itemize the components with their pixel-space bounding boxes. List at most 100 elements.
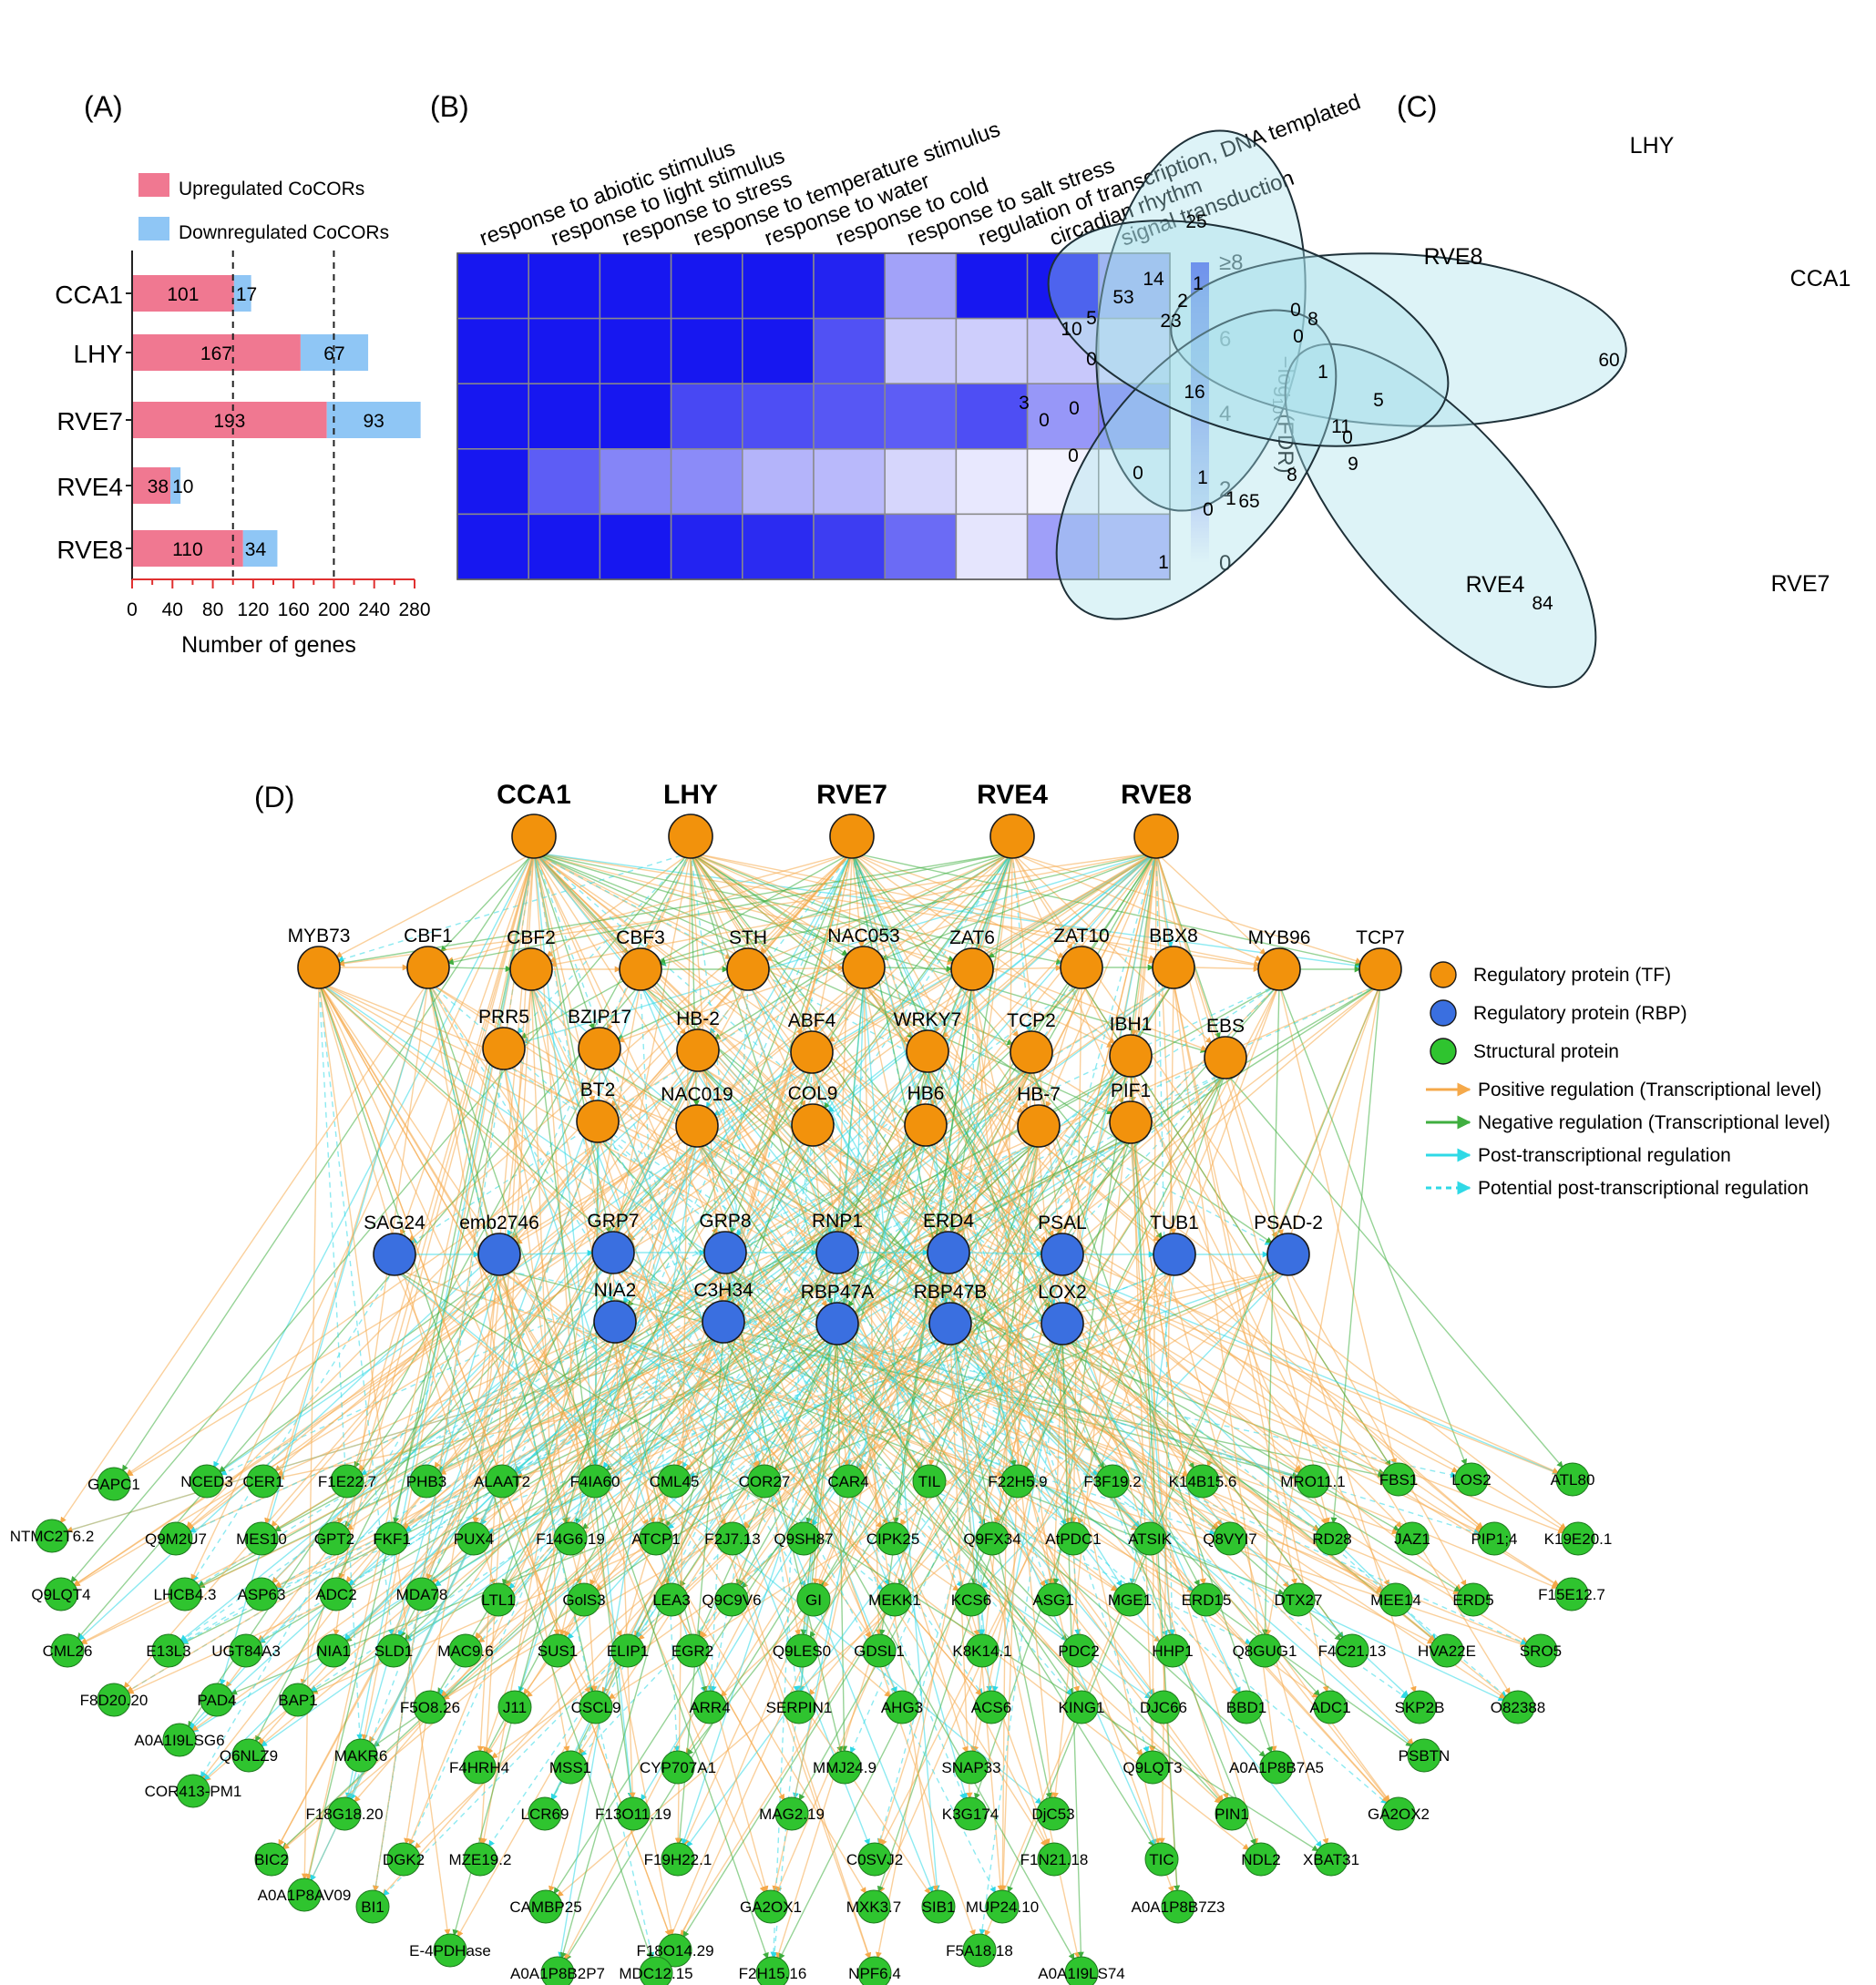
node-a0a1i9ls74 — [1064, 1956, 1099, 1985]
node-cor413-pm1 — [176, 1774, 210, 1808]
node-label-f8d20-20: F8D20.20 — [80, 1692, 149, 1709]
node-ahg3 — [885, 1690, 919, 1724]
heatmap-cell-r3-c0 — [456, 448, 529, 516]
node-sro5 — [1523, 1633, 1558, 1668]
node-label-phb3: PHB3 — [406, 1473, 446, 1490]
node-gi — [796, 1582, 831, 1617]
venn-region-count-30: 65 — [1238, 491, 1259, 512]
legend-label-down: Downregulated CoCORs — [179, 222, 389, 243]
node-label-atl80: ATL80 — [1551, 1471, 1595, 1489]
node-label-q9c9v6: Q9C9V6 — [702, 1591, 761, 1609]
bar-category-rve8: RVE8 — [56, 536, 123, 564]
node-a0a1p8b7z3 — [1161, 1889, 1195, 1924]
node-label-f4c21-13: F4C21.13 — [1318, 1642, 1387, 1660]
node-elip1 — [610, 1633, 645, 1668]
venn-region-count-0: 25 — [1185, 211, 1206, 232]
heatmap-cell-r4-c5 — [813, 513, 886, 580]
network-edge-pos-670 — [1191, 965, 1260, 972]
network-edge-pos-282 — [73, 983, 973, 1586]
node-label-cml45: CML45 — [650, 1473, 700, 1490]
bar-value-down-lhy: 67 — [323, 343, 344, 364]
venn-region-count-18: 3 — [1019, 393, 1030, 414]
node-til — [912, 1464, 947, 1499]
network-edge-pot-436 — [310, 1337, 838, 1692]
network-edge-pos-91 — [613, 852, 1013, 1111]
node-label-king1: KING1 — [1058, 1699, 1104, 1716]
node-cbf1 — [406, 946, 450, 989]
network-edge-pos-658 — [530, 983, 871, 1959]
network-edge-neg-627 — [1007, 983, 1381, 1893]
heatmap-cell-r4-c7 — [955, 513, 1029, 580]
node-label-cca1: CCA1 — [497, 780, 571, 810]
node-label-a0a1i9ls74: A0A1I9LS74 — [1038, 1965, 1124, 1982]
node-c3h34 — [702, 1300, 745, 1344]
heatmap-cell-r2-c7 — [955, 383, 1029, 450]
network-edge-pot-33 — [517, 852, 692, 1034]
node-cer1 — [246, 1464, 281, 1499]
node-label-atsik: ATSIK — [1128, 1530, 1173, 1548]
venn-region-count-9: 23 — [1160, 311, 1181, 332]
network-edge-pos-506 — [578, 981, 1082, 1755]
node-myb73 — [297, 946, 341, 989]
node-rbp47a — [815, 1302, 859, 1346]
venn-region-count-20: 0 — [1069, 398, 1080, 419]
network-edge-pos-609 — [373, 850, 535, 1892]
network-edge-pot-365 — [180, 1140, 1040, 1643]
legend-label-pos: Positive regulation (Transcriptional lev… — [1478, 1079, 1821, 1100]
network-edge-neg-646 — [559, 1066, 813, 1959]
node-q9fx34 — [975, 1521, 1010, 1556]
node-nac053 — [842, 946, 886, 989]
bar-x-tick-label-80: 80 — [202, 599, 223, 620]
network-edge-post-165 — [846, 981, 865, 1467]
node-djc66 — [1146, 1690, 1181, 1724]
node-q8vyi7 — [1213, 1521, 1247, 1556]
node-prr5 — [482, 1027, 526, 1070]
node-npf6-4 — [857, 1956, 892, 1985]
venn-region-count-4: 10 — [1061, 319, 1082, 340]
node-king1 — [1064, 1690, 1099, 1724]
node-label-rve8: RVE8 — [1121, 780, 1192, 810]
network-edge-post-111 — [522, 852, 1157, 1044]
node-label-sld1: SLD1 — [374, 1642, 414, 1660]
node-label-c3h34: C3H34 — [693, 1280, 753, 1301]
network-edge-pos-430 — [225, 983, 749, 1688]
node-nac019 — [675, 1104, 719, 1148]
node-a0a1p8av09 — [287, 1878, 322, 1912]
node-alaat2 — [485, 1464, 519, 1499]
heatmap-cell-r1-c4 — [742, 317, 815, 384]
network-edge-pos-206 — [187, 981, 865, 1530]
network-edge-pos-477 — [1173, 981, 1329, 1693]
network-edge-post-525 — [530, 983, 1413, 1746]
node-label-pux4: PUX4 — [454, 1530, 494, 1548]
network-edge-pos-482 — [1061, 1337, 1507, 1698]
node-hhp1 — [1155, 1633, 1190, 1668]
bar-value-up-rve4: 38 — [148, 476, 169, 497]
node-cbf2 — [509, 947, 553, 991]
node-sth — [726, 947, 770, 991]
node-label-dgk2: DGK2 — [383, 1851, 425, 1868]
panel-label-a: (A) — [84, 90, 123, 123]
network-edge-pos-0 — [335, 852, 535, 958]
network-edge-pot-75 — [726, 852, 853, 1304]
network-edge-pos-519 — [1130, 1069, 1155, 1753]
network-edge-neg-266 — [1330, 983, 1381, 1524]
node-q9lqt3 — [1135, 1750, 1170, 1785]
network-edge-post-336 — [747, 983, 1123, 1588]
network-edge-neg-353 — [599, 1062, 1461, 1592]
heatmap-cell-r3-c8 — [1026, 448, 1100, 516]
node-gdsl1 — [862, 1633, 897, 1668]
node-label-f2h15-16: F2H15.16 — [739, 1965, 807, 1982]
node-q9sh87 — [786, 1521, 821, 1556]
network-edge-pos-527 — [533, 850, 1414, 1745]
bar-up-rve7 — [132, 402, 327, 438]
network-edge-pos-53 — [548, 852, 853, 963]
node-label-q9m2u7: Q9M2U7 — [145, 1530, 207, 1548]
network-edge-pos-309 — [595, 983, 1381, 1591]
node-hb-2 — [676, 1028, 720, 1072]
node-f4hrh4 — [462, 1750, 497, 1785]
bar-value-down-rve4: 10 — [172, 476, 193, 497]
heatmap-cell-r1-c8 — [1026, 317, 1100, 384]
node-label-pip1-4: PIP1;4 — [1471, 1530, 1517, 1548]
node-label-mda78: MDA78 — [396, 1586, 448, 1603]
